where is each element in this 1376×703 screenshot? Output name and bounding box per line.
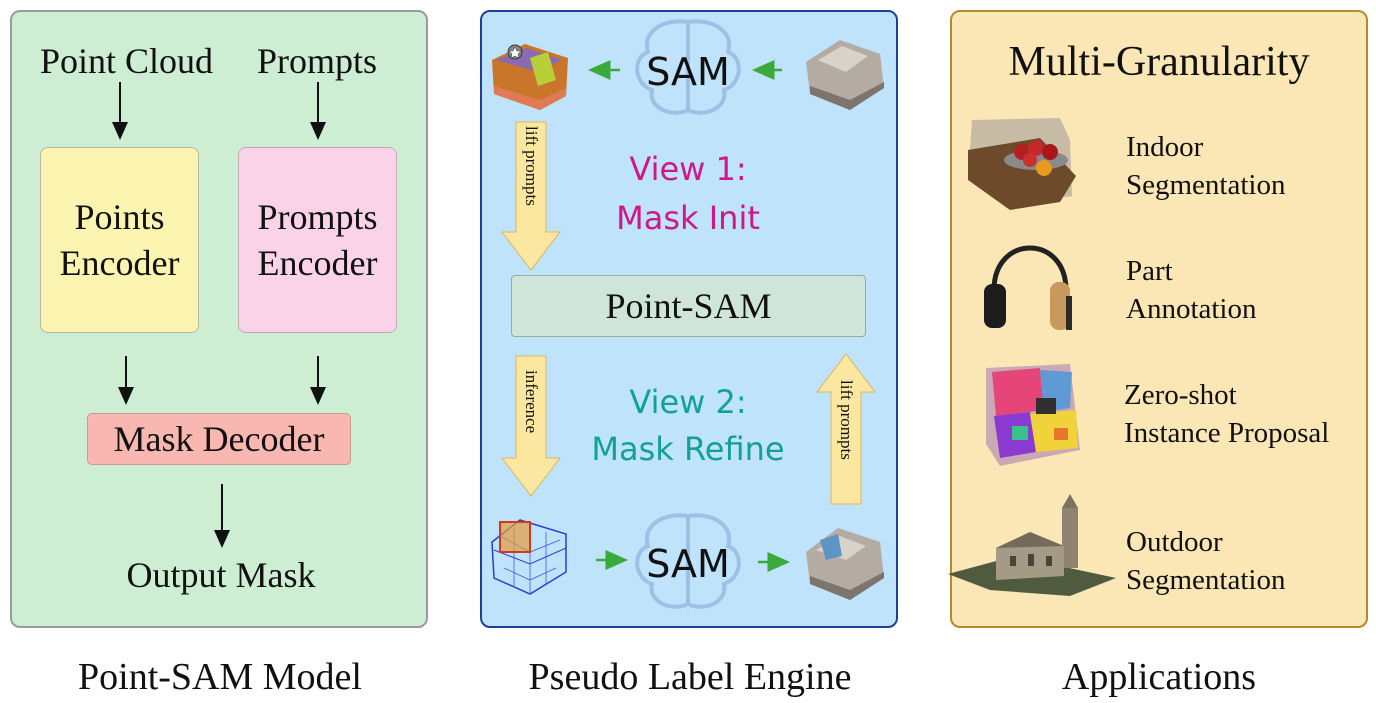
view1-title: View 1: <box>629 150 747 188</box>
view2-subtitle: Mask Refine <box>591 430 785 468</box>
mask-decoder-label: Mask Decoder <box>113 419 325 459</box>
brain-icon <box>635 513 741 609</box>
points-encoder-label: Points Encoder <box>59 197 180 283</box>
app-label-line1: Part <box>1126 255 1173 287</box>
lift-prompts-arrow-label: lift prompts <box>522 126 541 206</box>
output-mask-label: Output Mask <box>126 555 316 595</box>
applications-caption: Applications <box>1061 656 1257 698</box>
sam-bottom-label: SAM <box>646 542 730 586</box>
mask-decoder-box: Mask Decoder <box>87 413 351 465</box>
prompts-encoder-label: Prompts Encoder <box>257 197 378 283</box>
prompts-encoder-box: Prompts Encoder <box>238 147 397 333</box>
point-sam-label: Point-SAM <box>605 286 772 326</box>
brain-icon <box>635 19 741 115</box>
input-point-cloud-label: Point Cloud <box>39 41 214 81</box>
points-encoder-box: Points Encoder <box>40 147 199 333</box>
app-item-part: Part Annotation <box>1126 252 1257 328</box>
view1-subtitle: Mask Init <box>616 199 760 237</box>
inference-arrow-label: inference <box>522 370 541 434</box>
app-item-outdoor: Outdoor Segmentation <box>1126 523 1285 599</box>
app-item-indoor: Indoor Segmentation <box>1126 128 1285 204</box>
app-label-line1: Zero-shot <box>1124 379 1237 411</box>
app-label-line1: Indoor <box>1126 131 1204 163</box>
point-sam-box: Point-SAM <box>511 275 866 337</box>
point-cloud-sofa-image <box>491 519 567 595</box>
gray-sofa-image <box>806 40 884 110</box>
point-sam-model-caption: Point-SAM Model <box>78 656 362 698</box>
fat-arrow-inference-down <box>500 355 562 497</box>
pseudo-label-engine-caption: Pseudo Label Engine <box>528 656 852 698</box>
view2-title: View 2: <box>629 383 747 421</box>
refined-sofa-image <box>806 528 884 600</box>
app-item-zero-shot: Zero-shot Instance Proposal <box>1124 376 1329 452</box>
outdoor-church-image <box>948 494 1116 596</box>
app-label-line2: Segmentation <box>1126 564 1286 596</box>
colored-sofa-image <box>492 44 568 110</box>
zero-shot-scene-image <box>986 364 1080 466</box>
headphones-image <box>984 245 1072 330</box>
app-label-line2: Segmentation <box>1126 169 1286 201</box>
multi-granularity-title: Multi-Granularity <box>1008 39 1310 85</box>
lift-prompts-arrow-label: lift prompts <box>837 380 856 460</box>
input-prompts-label: Prompts <box>256 41 378 81</box>
fat-arrow-lift-prompts-up <box>815 353 877 505</box>
indoor-scene-image <box>968 118 1076 210</box>
sam-top-label: SAM <box>646 50 730 94</box>
fat-arrow-lift-prompts-down <box>500 121 562 271</box>
app-label-line2: Instance Proposal <box>1124 417 1330 449</box>
applications-panel <box>950 10 1368 628</box>
app-label-line2: Annotation <box>1126 293 1257 325</box>
app-label-line1: Outdoor <box>1126 526 1223 558</box>
